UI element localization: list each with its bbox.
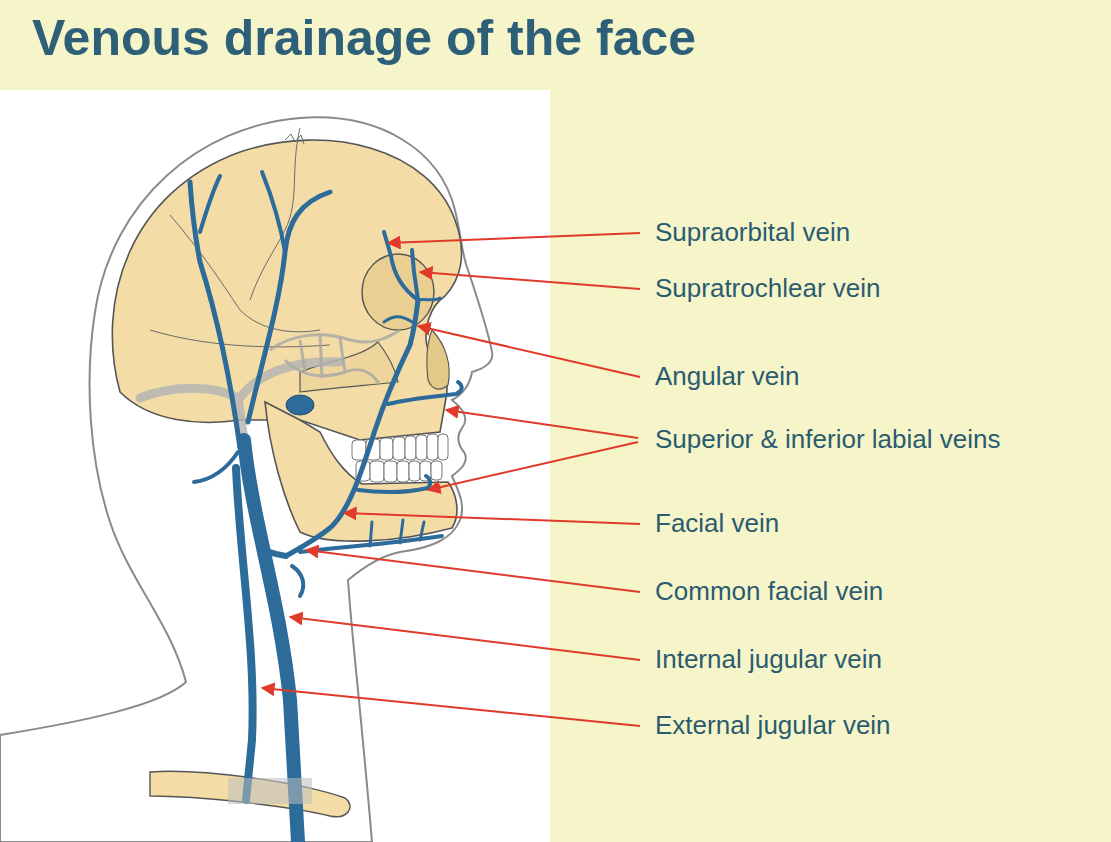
tooth — [431, 461, 442, 480]
vein-label: Angular vein — [655, 362, 800, 392]
vein-branch — [370, 520, 424, 546]
plexus-vessel — [285, 360, 380, 385]
inferior-labial-vein — [358, 476, 430, 492]
plexus-vessel — [300, 333, 345, 378]
skull — [112, 140, 461, 440]
leader-line — [344, 513, 640, 524]
ear-canal — [286, 395, 314, 415]
tooth — [409, 461, 420, 481]
vein-branch — [262, 172, 285, 252]
vein-label: Common facial vein — [655, 577, 883, 607]
vein-label: External jugular vein — [655, 711, 891, 741]
palpebral-vein — [384, 317, 412, 322]
head-outline — [0, 117, 492, 842]
leader-line — [306, 550, 640, 592]
title: Venous drainage of the face — [32, 11, 696, 66]
leader-line — [446, 410, 638, 438]
leader-line — [262, 688, 640, 726]
vein-label: Facial vein — [655, 509, 779, 539]
tooth — [393, 437, 405, 460]
clavicle — [150, 771, 350, 816]
vein-label: Internal jugular vein — [655, 645, 882, 675]
supratrochlear-vein — [412, 250, 418, 300]
tooth — [416, 435, 427, 460]
vein-label: Supratrochlear vein — [655, 274, 880, 304]
tooth — [438, 434, 448, 460]
external-jugular-vein — [236, 468, 253, 800]
subclavian-band — [228, 778, 312, 804]
sigmoid-sinus — [140, 388, 244, 440]
suture — [285, 134, 304, 144]
nasal-aperture — [427, 330, 449, 389]
orbit — [362, 254, 434, 330]
leader-line — [388, 233, 640, 243]
tooth — [384, 461, 397, 482]
anterior-jugular-vein — [292, 566, 303, 596]
vein-branch — [200, 176, 220, 232]
tooth — [370, 461, 384, 482]
tooth — [405, 436, 416, 460]
vein-label: Superior & inferior labial veins — [655, 425, 1000, 455]
leader-lines — [262, 233, 640, 726]
common-facial-vein — [262, 550, 286, 556]
leader-line — [420, 272, 640, 289]
suture — [250, 128, 300, 300]
facial-vein — [286, 300, 418, 556]
plexus-vessel — [270, 330, 400, 350]
posterior-auricular-vein — [194, 452, 238, 482]
superior-labial-vein — [388, 382, 462, 404]
picture-panel — [0, 90, 550, 842]
pterygoid-plexus — [270, 330, 400, 385]
suture — [170, 215, 320, 332]
suture — [150, 330, 330, 347]
tooth — [380, 438, 393, 460]
nasal-vein — [418, 298, 440, 300]
vein-label: Supraorbital vein — [655, 218, 850, 248]
leader-line — [428, 442, 638, 490]
zygomatic-bone — [300, 342, 398, 392]
retromandibular-vein — [190, 182, 240, 448]
leader-line — [418, 326, 640, 377]
tooth — [397, 461, 409, 482]
superficial-temporal-vein — [248, 192, 330, 422]
leader-line — [290, 617, 640, 660]
tooth — [427, 434, 438, 460]
